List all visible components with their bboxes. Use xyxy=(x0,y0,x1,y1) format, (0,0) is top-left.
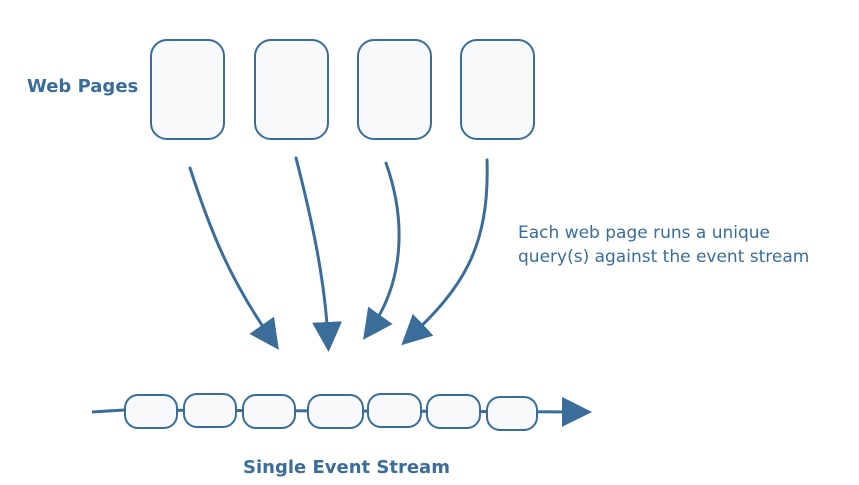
web-pages-label: Web Pages xyxy=(27,76,139,97)
web-page-box-3 xyxy=(357,39,432,140)
query-arrow-1 xyxy=(188,166,279,350)
query-annotation-line-1: Each web page runs a unique xyxy=(518,223,771,243)
event-box-4 xyxy=(307,394,364,429)
web-page-box-1 xyxy=(150,39,225,140)
event-box-7 xyxy=(486,396,538,431)
stream-label: Single Event Stream xyxy=(243,457,450,478)
query-arrow-4 xyxy=(401,158,489,346)
event-box-6 xyxy=(426,394,481,429)
query-annotation-line-2: query(s) against the event stream xyxy=(518,247,810,267)
query-annotation: Each web page runs a unique query(s) aga… xyxy=(518,221,809,269)
web-page-box-2 xyxy=(254,39,329,140)
query-arrow-3 xyxy=(363,161,401,340)
web-page-box-4 xyxy=(460,39,535,140)
query-arrow-2 xyxy=(294,156,343,352)
event-box-5 xyxy=(367,393,422,428)
event-box-3 xyxy=(242,394,296,429)
event-box-1 xyxy=(124,394,178,429)
event-box-2 xyxy=(183,393,237,428)
